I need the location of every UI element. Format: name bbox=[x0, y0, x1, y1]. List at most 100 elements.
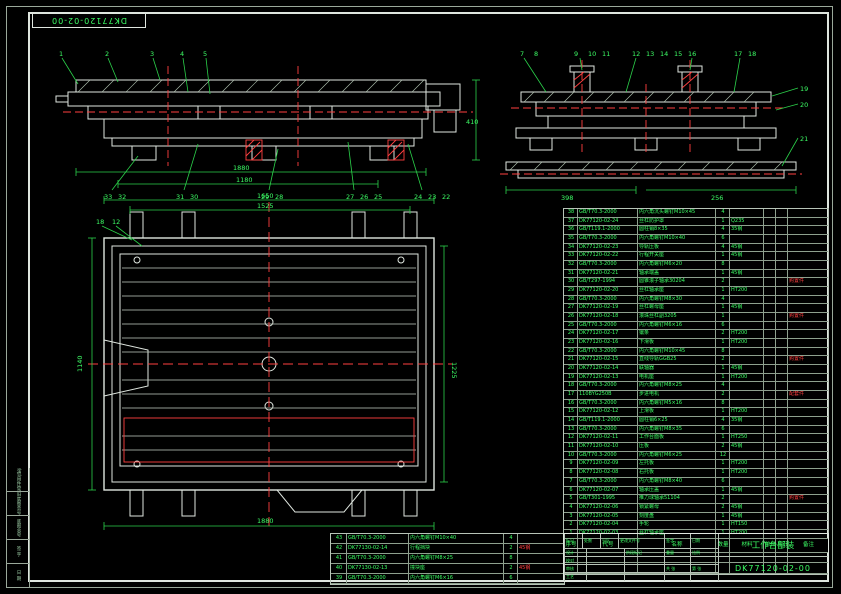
bom-cell-name: 轴承压盖 bbox=[638, 486, 716, 495]
bom-cell-qty: 6 bbox=[716, 235, 730, 243]
bom-cell-material: 45钢 bbox=[730, 365, 764, 373]
bom-cell-qty: 2 bbox=[716, 443, 730, 451]
bom-cell-note: 购置件 bbox=[789, 495, 805, 502]
bom-cell-weight-each bbox=[764, 235, 776, 243]
bom-cell-material bbox=[730, 261, 764, 269]
bom-cell-note bbox=[788, 460, 828, 468]
bom-cell-name: 轴承端盖 bbox=[638, 269, 716, 278]
bom-cell-code: DK77120-02-04 bbox=[578, 521, 638, 529]
callout: 18 bbox=[748, 50, 756, 58]
bom-cell-qty: 4 bbox=[716, 243, 730, 252]
bom-cell-material: 45钢 bbox=[730, 486, 764, 495]
bom-row: 38 GB/T70.3-2000 内六角沉头螺钉M10×45 4 bbox=[564, 209, 828, 218]
bom-cell-material bbox=[730, 391, 764, 399]
bom-cell-weight-total bbox=[776, 417, 788, 425]
bom-cell-weight-total bbox=[776, 209, 788, 217]
title-block-line bbox=[664, 548, 665, 581]
bom-row: 31 DK77120-02-21 轴承端盖 1 45钢 bbox=[564, 269, 828, 279]
margin-box: 借(通)用件登记 bbox=[6, 468, 30, 492]
bom-cell-weight-total bbox=[776, 365, 788, 373]
bom-cell-code: GB/T70.3-2000 bbox=[578, 295, 638, 304]
extra-cell-qty: 2 bbox=[504, 544, 518, 553]
tb-label-change-doc: 更改文件号 bbox=[620, 538, 640, 543]
tb-label-stage: 阶段标记 bbox=[626, 550, 642, 555]
bom-cell-weight-total bbox=[776, 503, 788, 512]
corner-drawing-number: DK77120-02-00 bbox=[51, 15, 127, 25]
bom-cell-qty: 1 bbox=[716, 460, 730, 469]
bom-cell-qty: 1 bbox=[716, 365, 730, 373]
bom-cell-material: 45钢 bbox=[730, 443, 764, 451]
bom-cell-material bbox=[730, 477, 764, 486]
bom-cell-code: DK77120-02-18 bbox=[578, 313, 638, 321]
tb-label-check: 校对 bbox=[566, 558, 574, 563]
bom-cell-note bbox=[788, 348, 828, 356]
extra-cell-name: 内六角螺钉M8×25 bbox=[409, 554, 504, 563]
bom-cell-material bbox=[730, 313, 764, 321]
title-block-divider bbox=[718, 556, 828, 557]
extra-cell-code: DK77130-02-14 bbox=[347, 544, 409, 553]
bom-row: 11 DK77120-02-10 压板 2 45钢 bbox=[564, 443, 828, 452]
bom-cell-no: 22 bbox=[564, 347, 578, 356]
tb-label-count: 处数 bbox=[584, 538, 592, 543]
bom-cell-no: 14 bbox=[564, 417, 578, 425]
plan-view-callouts: 18 12 1650 1525 1140 1225 1880 bbox=[76, 192, 458, 525]
bom-cell-no: 6 bbox=[564, 486, 578, 495]
bom-cell-note bbox=[788, 287, 828, 295]
bom-cell-material: HT200 bbox=[730, 287, 764, 295]
bom-cell-material bbox=[730, 347, 764, 356]
bom-cell-no: 34 bbox=[564, 243, 578, 252]
bom-cell-name: 内六角螺钉M10×45 bbox=[638, 347, 716, 356]
bom-cell-weight-each bbox=[764, 495, 776, 503]
bom-cell-name: 内六角螺钉M8×30 bbox=[638, 295, 716, 304]
margin-box: 签 字 bbox=[6, 540, 30, 564]
bom-cell-note bbox=[788, 469, 828, 477]
extra-cell-material: 45钢 bbox=[519, 565, 531, 571]
bom-cell-name: 圆柱销6×25 bbox=[638, 417, 716, 425]
bom-cell-qty: 1 bbox=[716, 469, 730, 477]
bom-cell-code: DK77120-02-23 bbox=[578, 243, 638, 252]
bom-cell-weight-each bbox=[764, 408, 776, 417]
title-block-line bbox=[564, 556, 718, 557]
bom-cell-weight-each bbox=[764, 226, 776, 235]
bom-cell-weight-each bbox=[764, 503, 776, 512]
extra-cell-name: 行程挡块 bbox=[409, 544, 504, 553]
bom-cell-name: 内六角沉头螺钉M10×45 bbox=[638, 209, 716, 217]
margin-box: 底图总号 bbox=[6, 516, 30, 540]
bom-cell-weight-total bbox=[776, 382, 788, 391]
bom-row: 22 GB/T70.3-2000 内六角螺钉M10×45 8 bbox=[564, 347, 828, 357]
extra-parts-row: 43 GB/T70.3-2000 内六角螺钉M10×40 4 bbox=[331, 534, 564, 544]
bom-cell-note bbox=[788, 218, 828, 226]
bom-cell-no: 25 bbox=[564, 321, 578, 330]
front-view-centerlines bbox=[63, 66, 473, 166]
bom-cell-weight-each bbox=[764, 434, 776, 443]
bom-cell-note bbox=[788, 452, 828, 460]
bom-cell-material bbox=[730, 235, 764, 243]
extra-cell-no: 39 bbox=[331, 574, 347, 583]
title-block-line bbox=[564, 572, 718, 573]
bom-cell-qty: 1 bbox=[716, 486, 730, 495]
extra-cell-material bbox=[518, 554, 562, 563]
bom-cell-code: GB/T70.3-2000 bbox=[578, 451, 638, 460]
extra-cell-code: DK77130-02-13 bbox=[347, 564, 409, 573]
callout: 33 bbox=[104, 193, 112, 201]
bom-cell-name: 内六角螺钉M8×25 bbox=[638, 382, 716, 391]
bom-cell-code: DK77120-02-15 bbox=[578, 356, 638, 365]
tb-label-scale: 比例 bbox=[692, 550, 700, 555]
dimension: 1225 bbox=[450, 362, 458, 379]
bom-cell-material bbox=[730, 321, 764, 330]
bom-cell-material: HT200 bbox=[730, 339, 764, 347]
bom-cell-weight-total bbox=[776, 269, 788, 278]
bom-cell-weight-each bbox=[764, 451, 776, 460]
bom-cell-name: 圆锥滚子轴承30204 bbox=[638, 278, 716, 287]
bom-cell-material bbox=[730, 209, 764, 217]
bom-cell-no: 35 bbox=[564, 235, 578, 243]
bom-cell-weight-each bbox=[764, 460, 776, 469]
bom-cell-weight-each bbox=[764, 278, 776, 287]
bom-row: 33 DK77120-02-22 行程开关座 1 45钢 bbox=[564, 252, 828, 262]
bom-cell-name: 丝杠防护罩 bbox=[638, 217, 716, 226]
bom-row: 29 DK77120-02-20 丝杠轴承座 1 HT200 bbox=[564, 287, 828, 296]
bom-cell-weight-total bbox=[776, 391, 788, 399]
bom-row: 27 DK77120-02-19 丝杠螺母座 1 45钢 bbox=[564, 304, 828, 314]
margin-label-stack: 借(通)用件登记 旧底图总号 底图总号 签 字 日 期 bbox=[6, 468, 30, 588]
bom-cell-no: 18 bbox=[564, 382, 578, 391]
